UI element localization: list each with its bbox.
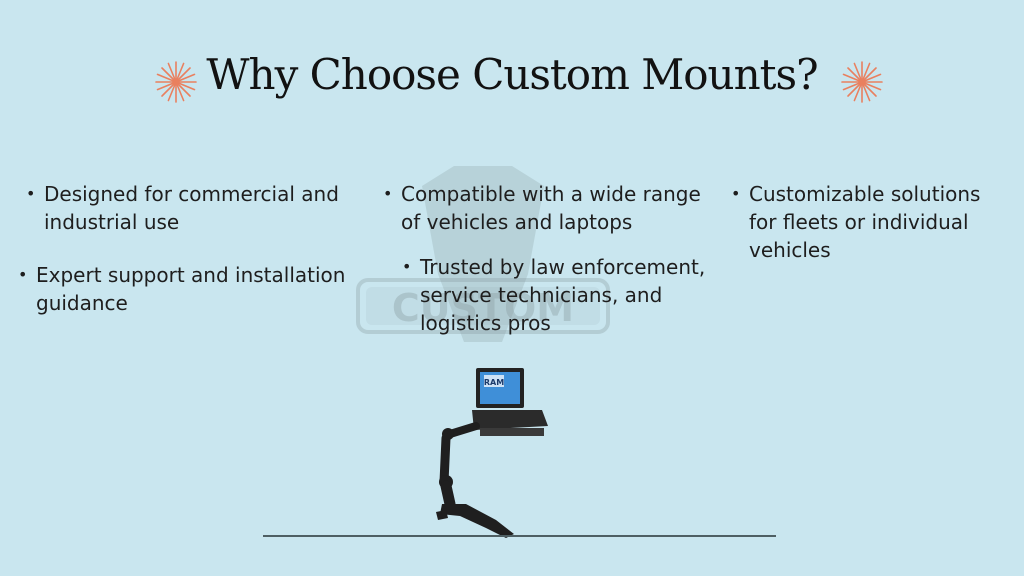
- slide-title: Why Choose Custom Mounts?: [206, 50, 818, 99]
- custom-logo-watermark: CUSTOM: [356, 166, 610, 342]
- bullet-text: Compatible with a wide range of vehicles…: [401, 182, 701, 234]
- laptop-mount-image: RAM: [436, 368, 548, 538]
- bullet-item: • Compatible with a wide range of vehicl…: [383, 180, 713, 236]
- bullet-text: Trusted by law enforcement, service tech…: [420, 255, 706, 335]
- bullet-dot: •: [731, 184, 741, 203]
- laptop-screen-logo: RAM: [484, 378, 504, 387]
- bullet-dot: •: [383, 184, 393, 203]
- bullet-dot: •: [18, 265, 28, 284]
- bullet-dot: •: [402, 257, 412, 276]
- bullet-dot: •: [26, 184, 36, 203]
- bullet-text: Customizable solutions for fleets or ind…: [749, 182, 981, 262]
- bullet-item: • Trusted by law enforcement, service te…: [402, 253, 720, 337]
- ground-line: [263, 535, 776, 537]
- sparkle-star-icon: [155, 61, 197, 103]
- bullet-item: • Designed for commercial and industrial…: [26, 180, 356, 236]
- sparkle-star-icon: [841, 61, 883, 103]
- bullet-item: • Expert support and installation guidan…: [18, 261, 368, 317]
- bullet-item: • Customizable solutions for fleets or i…: [731, 180, 1001, 264]
- watermark-text: CUSTOM: [392, 286, 574, 330]
- bullet-text: Designed for commercial and industrial u…: [44, 182, 339, 234]
- bullet-text: Expert support and installation guidance: [36, 263, 346, 315]
